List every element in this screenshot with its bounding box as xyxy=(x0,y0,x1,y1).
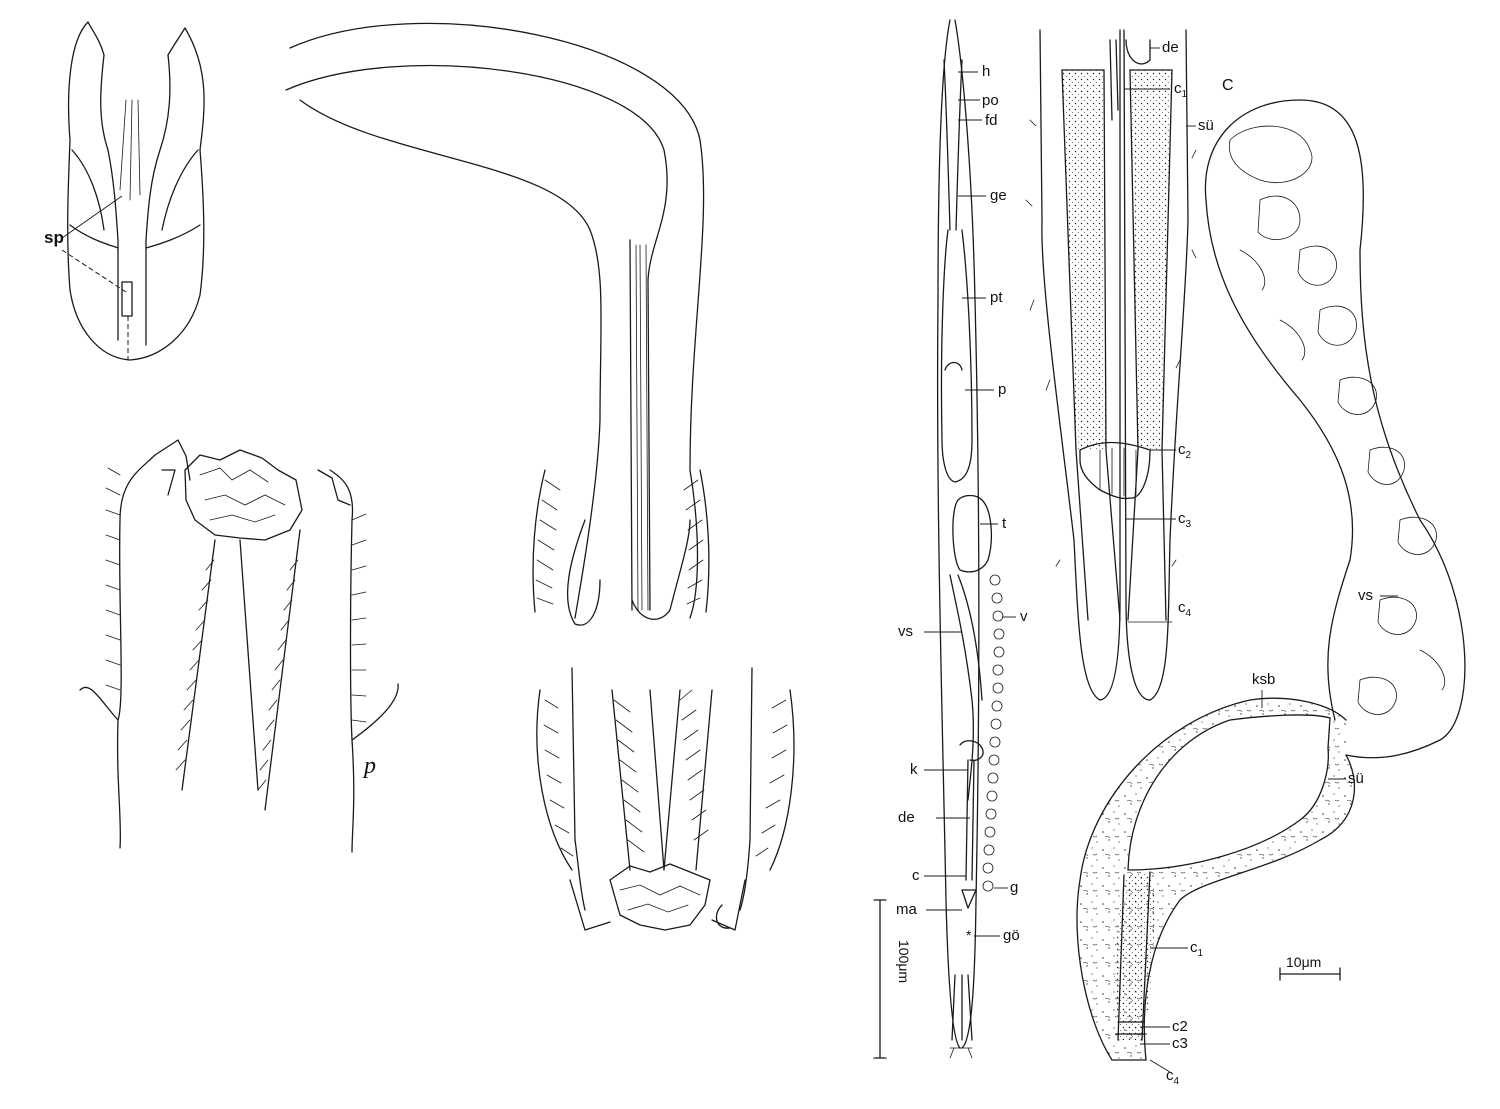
label-c-left: c xyxy=(912,867,920,884)
pharynx-tail-drawing xyxy=(536,667,795,931)
ovijector-drawing xyxy=(1025,29,1197,701)
body-drawing xyxy=(936,19,1005,1059)
label-ge: ge xyxy=(990,187,1007,204)
label-su-right: sü xyxy=(1348,770,1364,787)
label-c3-bottom: c3 xyxy=(1172,1035,1188,1052)
scale-label-right: 10μm xyxy=(1286,954,1322,970)
label-v: v xyxy=(1020,608,1028,625)
label-su-top: sü xyxy=(1198,117,1214,134)
label-h: h xyxy=(982,63,991,80)
scale-bar-left xyxy=(873,899,887,1059)
ovijector-leaders xyxy=(1124,47,1196,520)
scale-label-left: 100μm xyxy=(896,940,912,984)
label-k: k xyxy=(910,761,918,778)
label-ma: ma xyxy=(896,901,917,918)
body-leaders xyxy=(924,71,1016,937)
label-c2-bottom: c2 xyxy=(1172,1018,1188,1035)
label-de-left: de xyxy=(898,809,915,826)
pharynx-head-drawing xyxy=(79,439,399,853)
label-c3-mid: c3 xyxy=(1178,510,1192,531)
label-pt: pt xyxy=(990,289,1003,306)
label-go: gö xyxy=(1003,927,1020,944)
curved-tube-drawing xyxy=(285,22,710,626)
sp-leader-1 xyxy=(61,195,123,239)
seminal-vesicle-leaders xyxy=(1140,595,1398,1073)
label-ksb: ksb xyxy=(1252,671,1276,688)
stylet-organ-drawing xyxy=(67,21,205,361)
label-c1-bottom: c1 xyxy=(1190,939,1204,960)
label-c4-mid: c4 xyxy=(1178,599,1192,620)
label-de-top: de xyxy=(1162,39,1179,56)
label-fd: fd xyxy=(985,112,998,129)
label-c4-bottom: c4 xyxy=(1166,1067,1180,1088)
label-c1-top: c1 xyxy=(1174,80,1188,101)
label-po: po xyxy=(982,92,999,109)
label-p: p xyxy=(998,381,1007,398)
seminal-vesicle-drawing xyxy=(1076,99,1466,1061)
label-p-italic: p xyxy=(364,753,376,779)
label-sp: sp xyxy=(44,228,64,247)
label-vs-left: vs xyxy=(898,623,913,640)
label-g: g xyxy=(1010,879,1019,896)
label-C-caption: C xyxy=(1222,77,1234,94)
sp-leader-2 xyxy=(61,249,127,293)
label-vs-right: vs xyxy=(1358,587,1373,604)
label-c2-mid: c2 xyxy=(1178,441,1192,462)
scale-bar-right xyxy=(1279,967,1341,981)
label-t: t xyxy=(1002,515,1007,532)
go-marker: * xyxy=(966,927,972,943)
